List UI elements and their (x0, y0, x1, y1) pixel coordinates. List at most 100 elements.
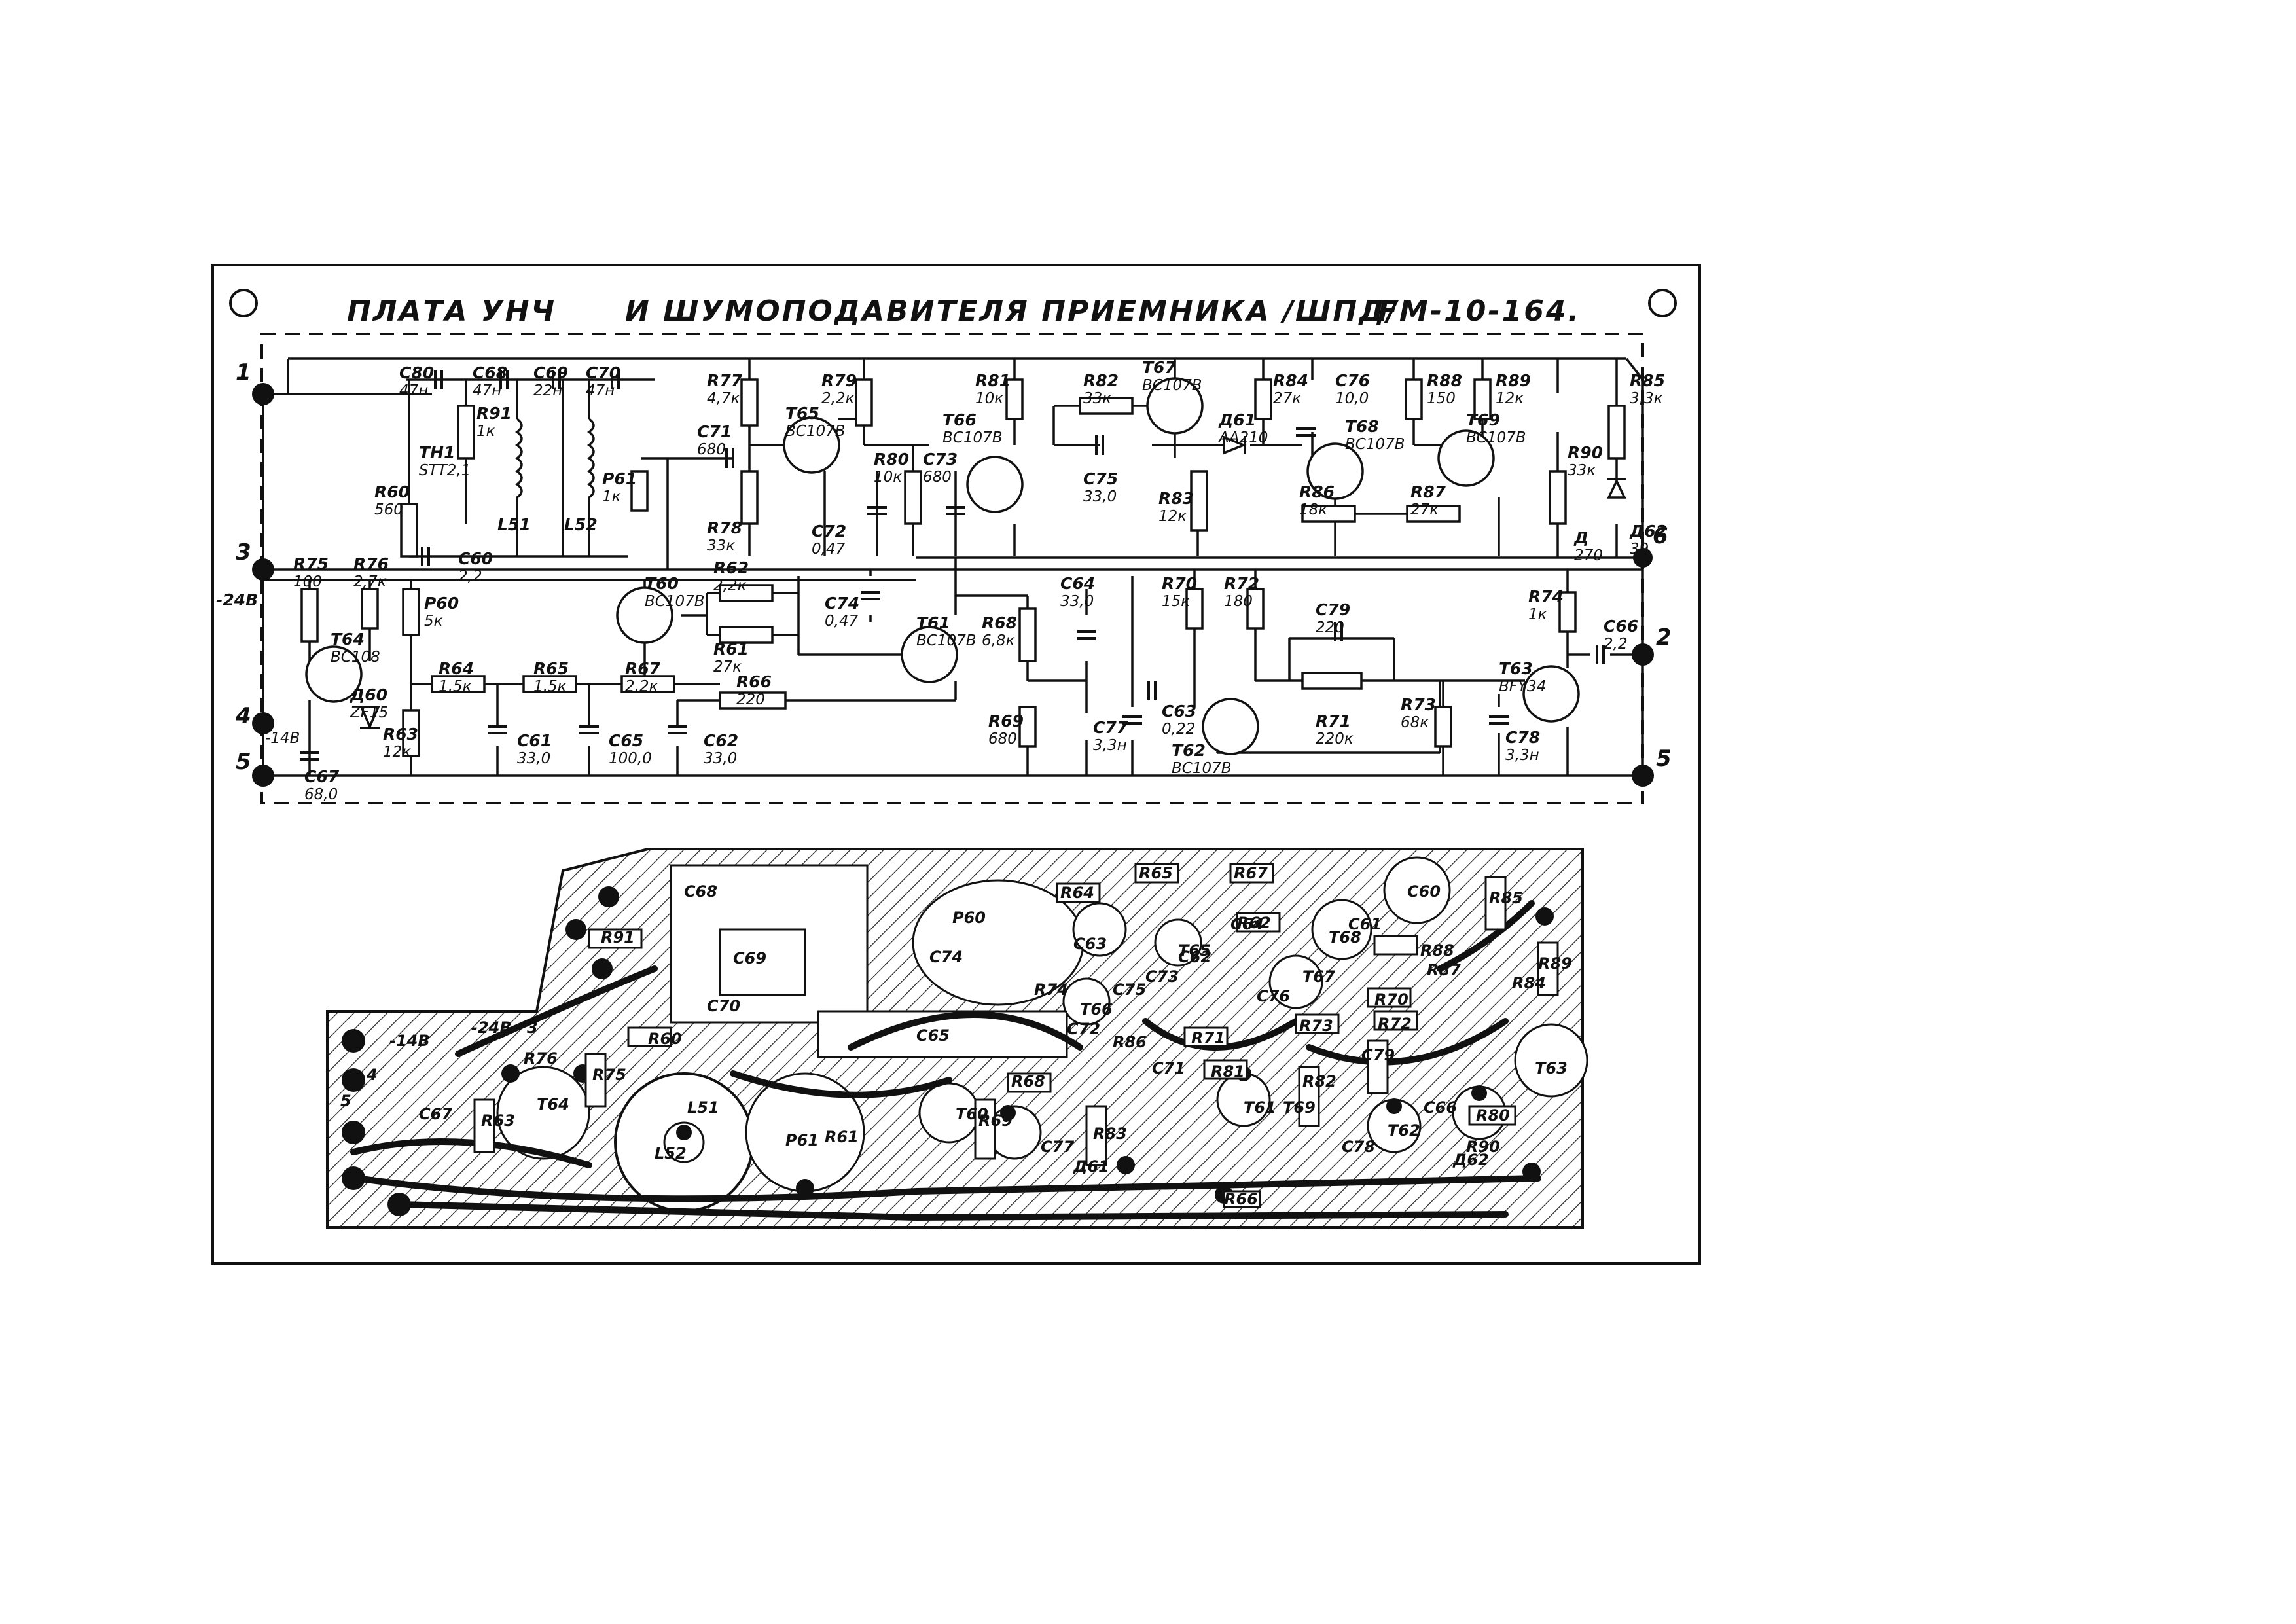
component-value-c64: 33,0 (1060, 593, 1094, 610)
component-ref-r79: R79 (821, 371, 857, 390)
diode-d60 (359, 706, 380, 730)
resistor-r67 (620, 675, 675, 693)
component-value-c75: 33,0 (1083, 488, 1117, 505)
component-ref-r62: R62 (713, 558, 749, 577)
component-ref-r73: R73 (1401, 695, 1436, 714)
pcb-pin-5: 5 (340, 1092, 351, 1110)
resistor-r90 (1549, 470, 1567, 525)
component-ref-r67: R67 (625, 659, 661, 678)
mounting-hole-left (229, 289, 258, 317)
pin-1-dot (252, 383, 274, 405)
pcb-label-t68: T68 (1329, 928, 1361, 947)
pcb-label-r90: R90 (1466, 1138, 1500, 1156)
component-value-c71: 680 (697, 441, 726, 458)
pcb-t63-pad (1514, 1023, 1588, 1098)
pcb-label-c71: C71 (1152, 1059, 1185, 1077)
pcb-pin-4: 4 (366, 1066, 378, 1084)
component-ref-c75: C75 (1083, 469, 1118, 488)
resistor-r60 (400, 503, 418, 558)
transistor-t64 (305, 645, 363, 703)
transistor-t62 (1202, 698, 1259, 755)
resistor-r78 (740, 470, 759, 525)
component-ref-c78: C78 (1505, 728, 1540, 747)
component-value-c76: 10,0 (1335, 390, 1369, 407)
component-value-c68: 47н (473, 382, 501, 399)
pcb-label-c72: C72 (1067, 1020, 1100, 1038)
pcb-label-c75: C75 (1113, 981, 1146, 999)
component-ref-t66: T66 (942, 410, 977, 429)
resistor-r65 (522, 675, 577, 693)
pcb-label-c64: C64 (1230, 915, 1264, 933)
component-value-r78: 33к (707, 537, 735, 554)
component-ref-r86: R86 (1299, 482, 1335, 501)
component-ref-c76: C76 (1335, 371, 1370, 390)
component-value-r79: 2,2к (821, 390, 855, 407)
component-value-r85: 3,3к (1630, 390, 1663, 407)
pcb-label-r76: R76 (524, 1049, 558, 1068)
resistor-r84 (1254, 378, 1272, 420)
component-value-r90: 33к (1568, 462, 1596, 479)
transistor-t61 (901, 626, 958, 683)
component-value-r91: 1к (476, 423, 495, 440)
pin-6-label: 6 (1653, 523, 1668, 549)
component-ref-c62: C62 (704, 731, 738, 750)
capacitor-plates (300, 370, 1605, 761)
pcb-label-r82: R82 (1302, 1072, 1336, 1091)
pcb-label-r87: R87 (1427, 961, 1461, 979)
component-ref-д62: Д62 (1629, 522, 1667, 541)
pcb-label-t69: T69 (1283, 1098, 1316, 1117)
pcb-label-r71: R71 (1191, 1029, 1225, 1047)
pcb-supply-24v: -24В (471, 1019, 512, 1037)
pcb-label-д61: Д61 (1073, 1157, 1109, 1176)
component-value-t69: BC107B (1466, 429, 1526, 446)
component-ref-r65: R65 (533, 659, 569, 678)
component-value-c78: 3,3н (1505, 747, 1539, 764)
component-ref-д61: Д61 (1218, 410, 1256, 429)
component-value-c65: 100,0 (609, 750, 652, 767)
component-value-r77: 4,7к (707, 390, 740, 407)
component-value-t67: BC107B (1142, 377, 1202, 394)
component-ref-t69: T69 (1466, 410, 1500, 429)
pcb-label-t64: T64 (537, 1095, 569, 1113)
component-value-c60: 2,2 (458, 568, 482, 585)
transistor-t69 (1437, 429, 1495, 487)
resistor-r80 (904, 470, 922, 525)
component-ref-p61: P61 (602, 469, 637, 488)
component-value-r88: 150 (1427, 390, 1456, 407)
component-ref-t64: T64 (331, 630, 365, 649)
pcb-label-r65: R65 (1139, 864, 1173, 882)
component-value-r60: 560 (374, 501, 403, 518)
component-ref-c61: C61 (517, 731, 552, 750)
component-ref-r74: R74 (1528, 587, 1564, 606)
component-value-r72: 180 (1224, 593, 1253, 610)
pcb-label-t63: T63 (1535, 1059, 1568, 1077)
inductor-l51 (514, 418, 523, 499)
resistor-r83 (1190, 470, 1208, 532)
component-value-r86: 18к (1299, 501, 1327, 518)
diodes (359, 435, 1626, 730)
component-value-r74: 1к (1528, 606, 1547, 623)
component-value-r68: 6,8к (982, 632, 1015, 649)
title-part-3: FM-10-164. (1378, 295, 1581, 328)
component-ref-c63: C63 (1162, 702, 1196, 721)
component-ref-c68: C68 (473, 363, 507, 382)
component-ref-r63: R63 (383, 725, 418, 744)
potentiometer-p61 (630, 470, 649, 512)
resistor-r70 (1185, 588, 1204, 630)
component-value-p60: 5к (424, 613, 443, 630)
mounting-hole-right (1648, 289, 1677, 317)
pcb-label-c69: C69 (733, 949, 766, 967)
component-value-r67: 2,2к (625, 678, 658, 695)
resistor-r85 (1607, 405, 1626, 460)
component-ref-r80: R80 (874, 450, 909, 469)
component-ref-c72: C72 (812, 522, 846, 541)
component-value-t63: BFY34 (1499, 678, 1546, 695)
pcb-label-r63: R63 (481, 1111, 515, 1130)
component-value-r81: 10к (975, 390, 1003, 407)
pcb-c69-block (719, 928, 806, 996)
pcb-label-r62: R62 (1237, 914, 1271, 932)
component-ref-t67: T67 (1142, 358, 1176, 377)
component-ref-r88: R88 (1427, 371, 1462, 390)
resistor-r66 (719, 691, 787, 710)
